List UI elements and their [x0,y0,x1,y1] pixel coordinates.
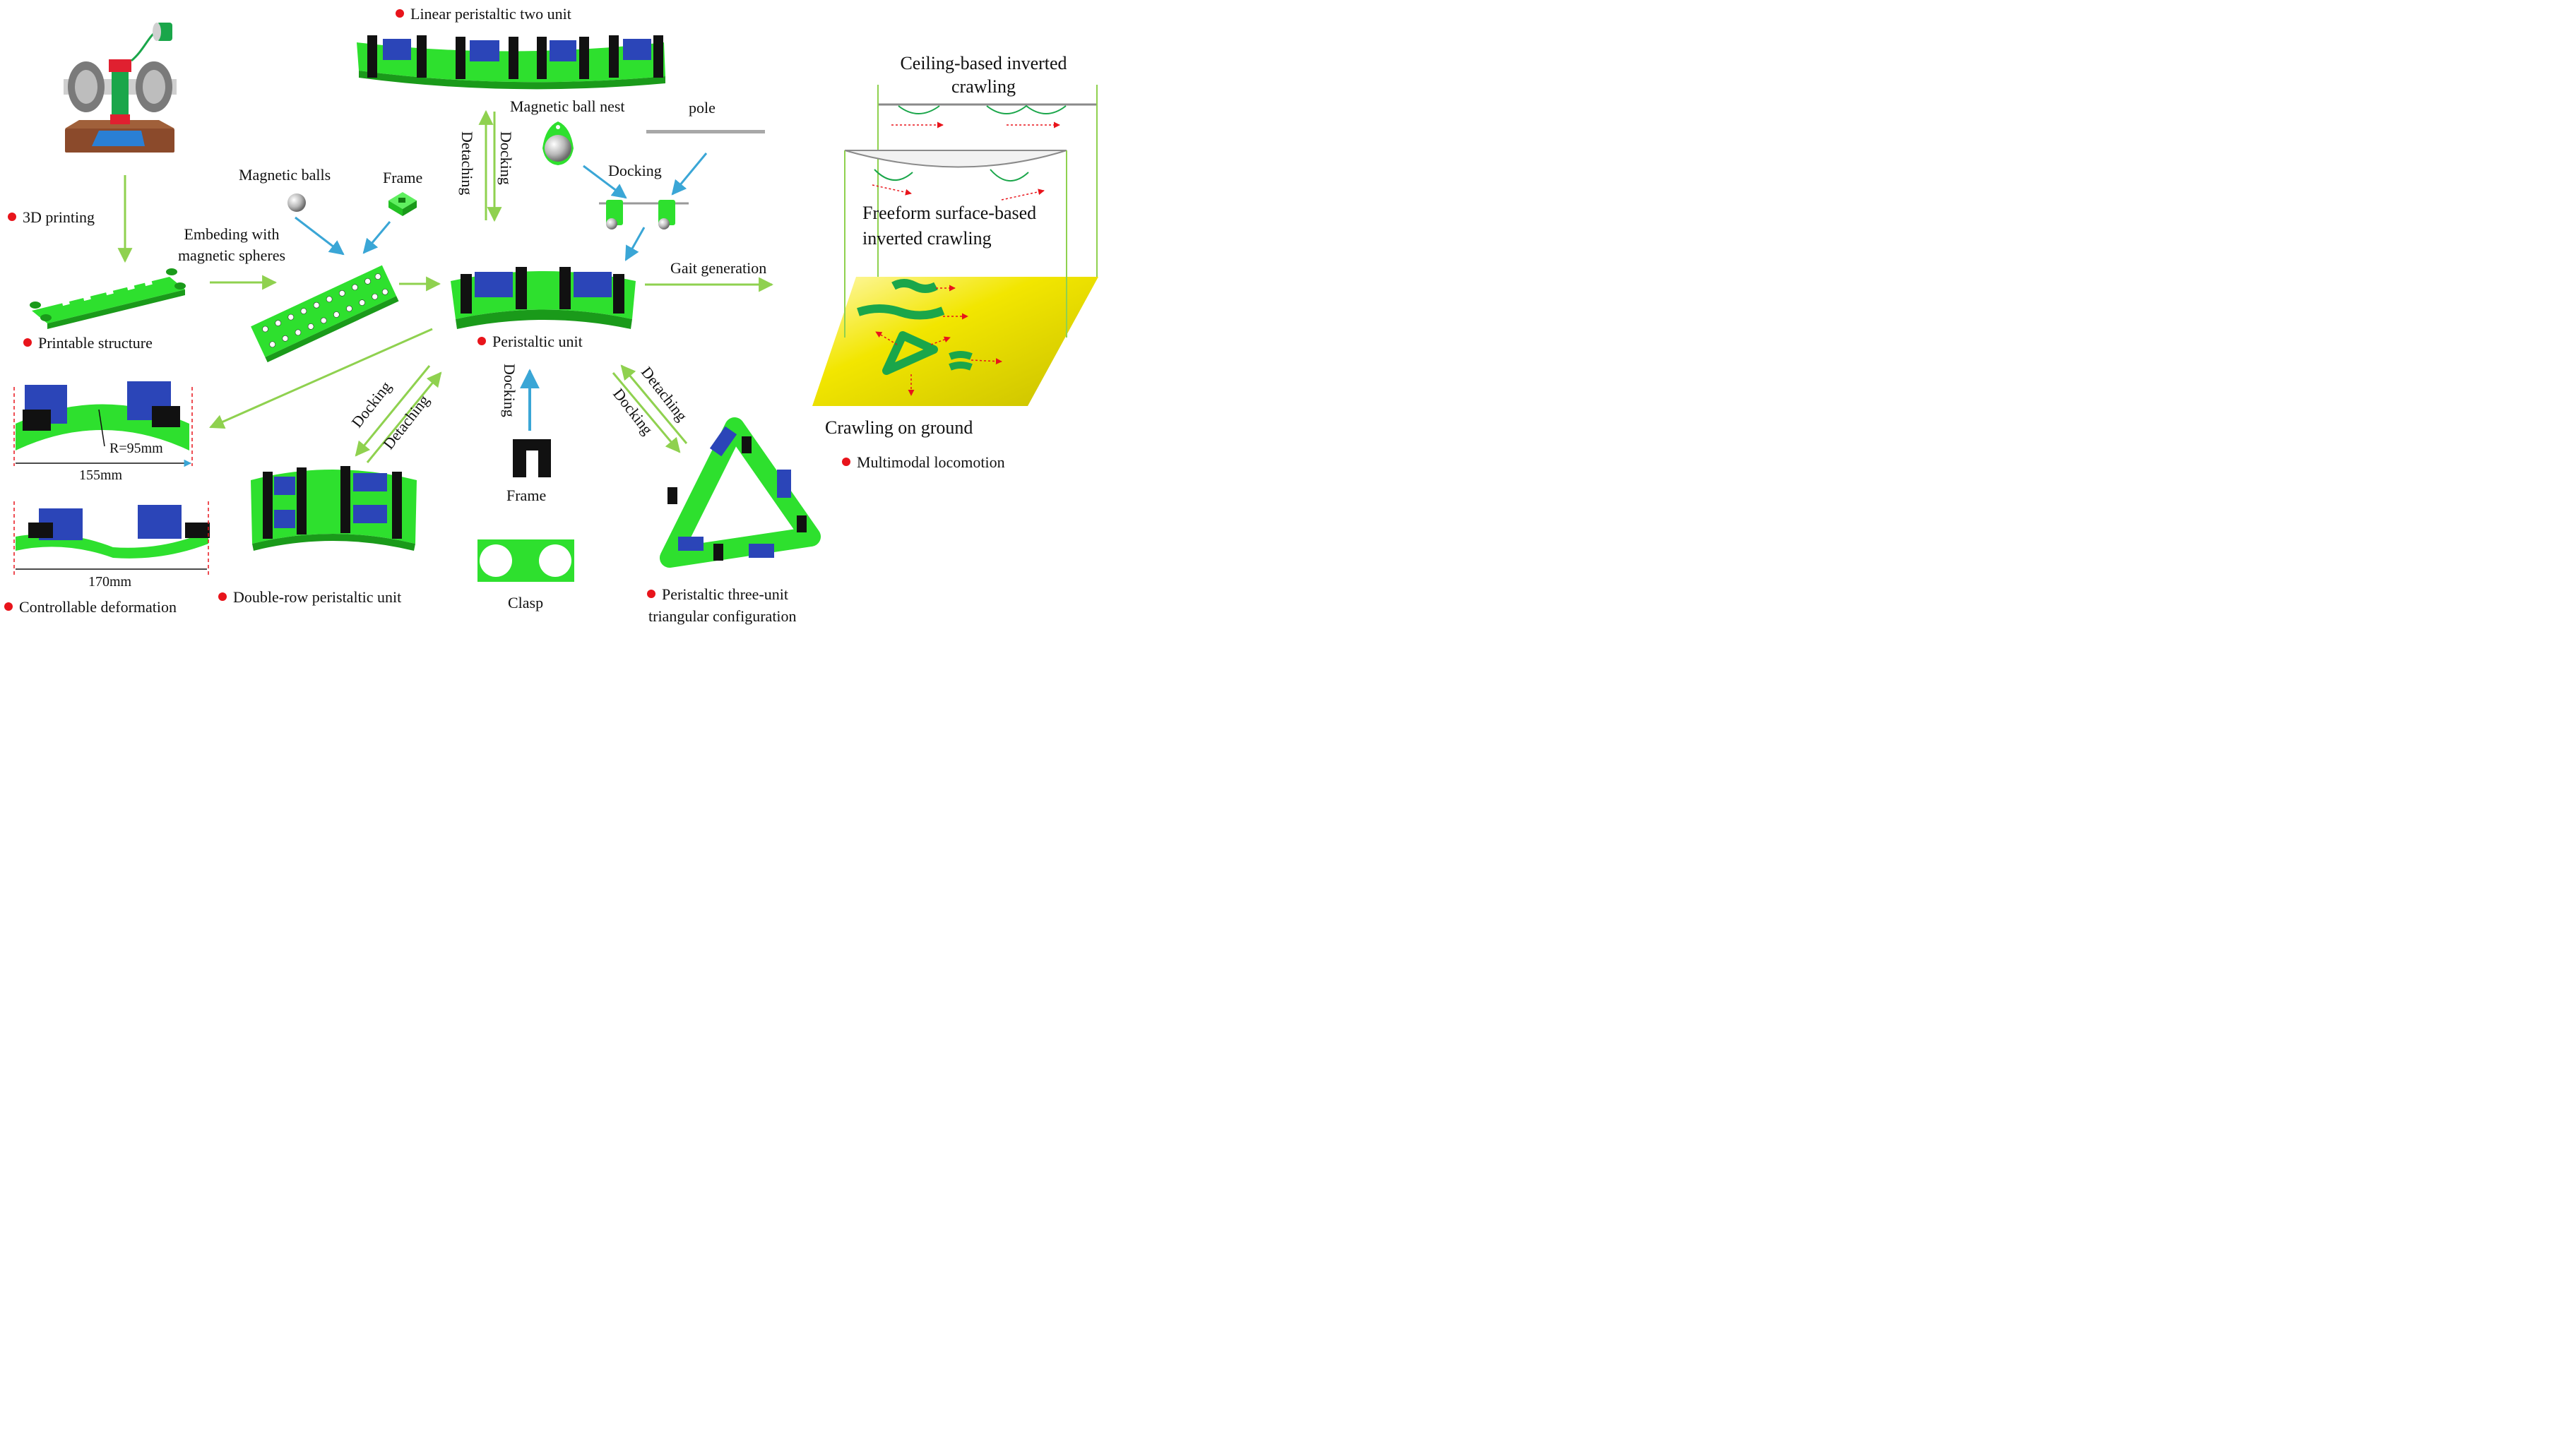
magnetic-ball [287,193,306,212]
label-printable-structure: Printable structure [23,334,153,352]
label-dim-170: 170mm [88,574,132,590]
deformation-170-illustration [16,505,210,559]
pole-clamp-illustration [599,200,689,229]
label-three-unit-line1: Peristaltic three-unit [647,585,788,603]
embedded-bar-illustration [251,265,399,363]
label-multimodal: Multimodal locomotion [842,453,1005,471]
label-frame-bottom: Frame [506,487,547,504]
label-ceiling-line1: Ceiling-based inverted [900,53,1067,73]
clasp-part [477,539,574,582]
label-crawling-ground: Crawling on ground [825,417,973,438]
label-embedding: Embeding with magnetic spheres [164,225,299,265]
label-double-row: Double-row peristaltic unit [218,588,401,606]
three-unit-triangle-illustration [660,417,821,568]
label-three-unit-line2: triangular configuration [648,607,797,625]
label-linear-two-unit: Linear peristaltic two unit [396,5,571,23]
label-clasp: Clasp [508,594,544,611]
frame-cube [388,192,417,216]
printable-structure-illustration [30,268,186,329]
label-embedding-line1: Embeding with [184,225,280,243]
magnetic-ball-nest-illustration [542,121,574,165]
label-magnetic-balls: Magnetic balls [239,166,331,184]
label-freeform-line1: Freeform surface-based [862,203,1037,223]
double-row-unit-illustration [251,466,417,551]
label-pole: pole [689,99,716,117]
label-magnetic-ball-nest: Magnetic ball nest [510,97,625,115]
label-embedding-line2: magnetic spheres [177,246,286,265]
frame-part [513,439,551,477]
pole-illustration [646,130,765,133]
peristaltic-unit-illustration [451,267,636,329]
label-gait-generation: Gait generation [670,259,767,277]
label-controllable-deformation: Controllable deformation [4,598,177,616]
label-radius: R=95mm [109,441,163,456]
deformation-r95-illustration [16,381,189,450]
label-detaching-top: Detaching [458,131,476,196]
locomotion-panel-illustration [812,85,1098,406]
label-ceiling-line2: crawling [951,76,1016,97]
label-ceiling: Ceiling-based inverted crawling [876,53,1091,97]
diagram-graphics [13,23,1098,582]
linear-two-unit-illustration [357,35,665,90]
label-3d-printing: 3D printing [8,208,95,226]
diagram: Linear peristaltic two unit Magnetic bal… [0,0,1103,627]
label-dim-155: 155mm [79,467,123,483]
label-docking-frame: Docking [501,364,518,417]
printer-illustration [64,23,177,153]
label-freeform-line2: inverted crawling [862,228,992,249]
label-docking-pole: Docking [608,162,662,179]
label-frame-top: Frame [383,169,423,186]
label-docking-top: Docking [497,131,515,185]
label-peristaltic-unit: Peristaltic unit [477,333,583,350]
